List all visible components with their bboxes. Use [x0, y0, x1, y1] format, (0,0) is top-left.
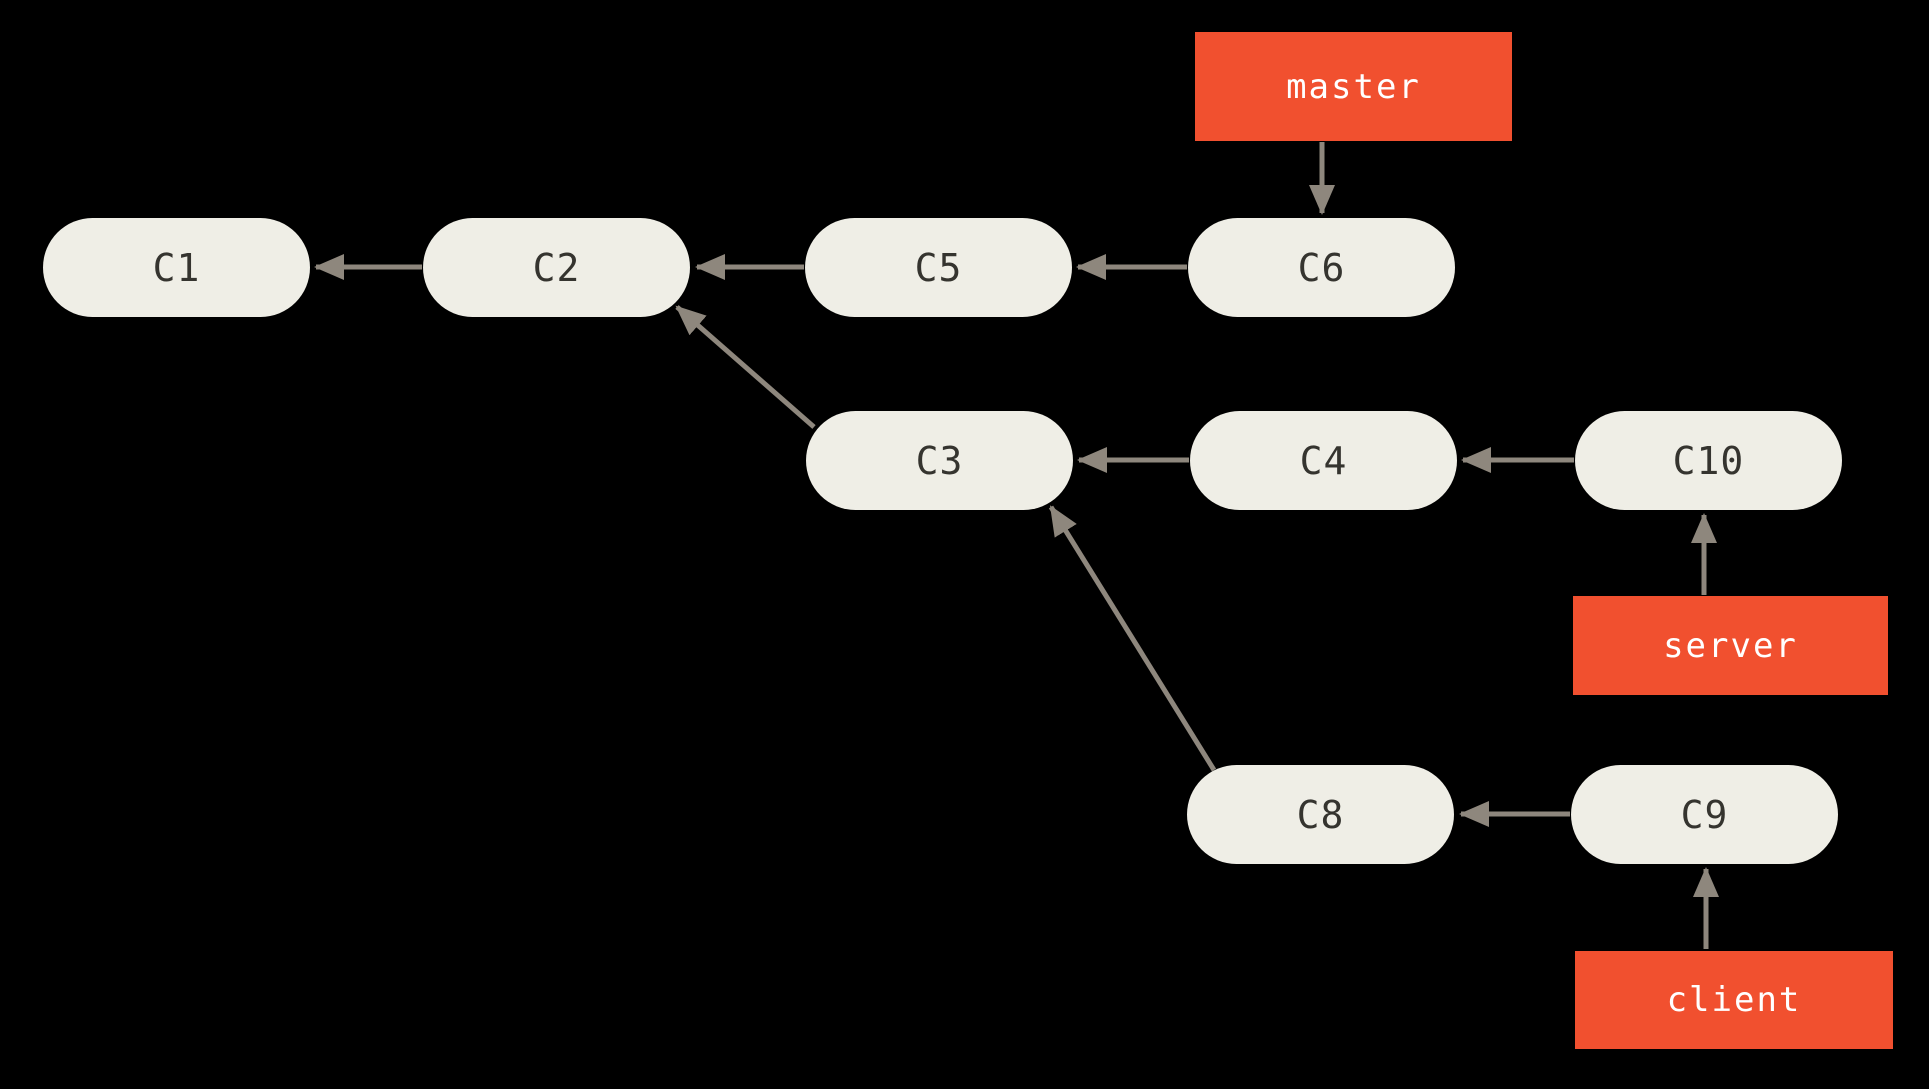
commit-label: C10 [1672, 438, 1745, 483]
commit-label: C4 [1299, 438, 1348, 483]
commit-node-c9: C9 [1571, 765, 1838, 864]
commit-node-c10: C10 [1575, 411, 1842, 510]
commit-label: C9 [1680, 792, 1729, 837]
commit-label: C1 [152, 245, 201, 290]
branch-name: client [1666, 980, 1802, 1020]
branch-name: master [1286, 66, 1421, 107]
commit-label: C2 [532, 245, 581, 290]
commit-node-c6: C6 [1188, 218, 1455, 317]
branch-label-server: server [1573, 596, 1888, 695]
commit-node-c5: C5 [805, 218, 1072, 317]
branch-name: server [1663, 625, 1798, 666]
commit-label: C6 [1297, 245, 1346, 290]
commit-node-c4: C4 [1190, 411, 1457, 510]
edge-c8-to-c3 [1048, 505, 1217, 772]
commit-node-c3: C3 [806, 411, 1073, 510]
edge-c3-to-c2 [675, 305, 816, 429]
commit-node-c8: C8 [1187, 765, 1454, 864]
commit-label: C8 [1296, 792, 1345, 837]
commit-node-c2: C2 [423, 218, 690, 317]
branch-label-client: client [1575, 951, 1893, 1049]
commit-node-c1: C1 [43, 218, 310, 317]
commit-label: C3 [915, 438, 964, 483]
branch-label-master: master [1195, 32, 1512, 141]
commit-label: C5 [914, 245, 963, 290]
